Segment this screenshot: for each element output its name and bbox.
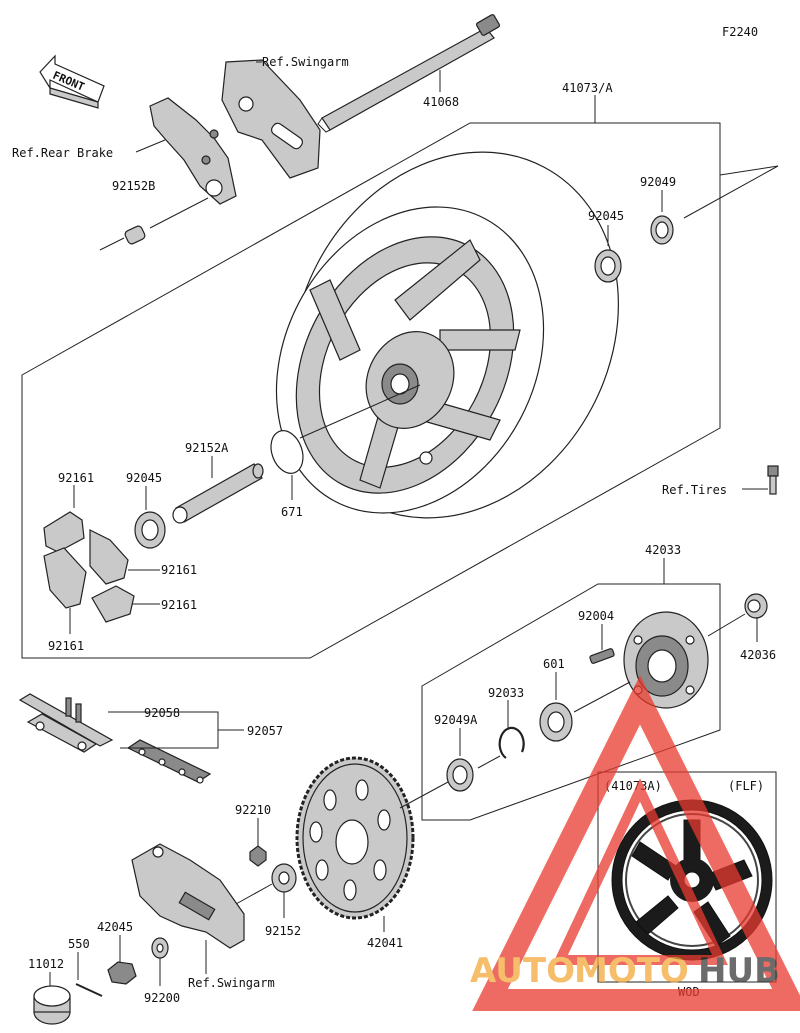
label-washer: 92200 xyxy=(144,991,180,1005)
tire-valve-part xyxy=(767,465,779,495)
label-chain-link: 92058 xyxy=(144,706,180,720)
figure-code: F2240 xyxy=(722,25,758,39)
cotter-pin-part xyxy=(75,983,103,997)
inset-variant: (FLF) xyxy=(728,779,764,793)
label-stud: 92004 xyxy=(578,609,614,623)
rear-wheel-part xyxy=(275,151,619,519)
cap-part xyxy=(33,985,71,1025)
ref-swingarm-top: Ref.Swingarm xyxy=(262,55,349,69)
front-arrow-icon: FRONT xyxy=(39,54,105,109)
label-damper-bottom: 92161 xyxy=(48,639,84,653)
circlip-part xyxy=(498,726,525,759)
inset-code: (41073A) xyxy=(604,779,662,793)
label-wheel-assembly: 41073/A xyxy=(562,81,613,95)
sprocket-part xyxy=(295,756,415,920)
label-oil-seal-coupling: 92049A xyxy=(434,713,478,727)
label-damper-mid: 92161 xyxy=(161,563,197,577)
rear-brake-bracket xyxy=(149,97,237,205)
watermark-moto: MOTO xyxy=(574,951,689,991)
bearing-left-part xyxy=(134,511,166,549)
washer-part xyxy=(151,937,169,959)
collar-inner-part xyxy=(172,463,264,524)
bearing-coupling-part xyxy=(539,702,573,742)
label-bearing-right: 92045 xyxy=(588,209,624,223)
wheel-assembly-frame xyxy=(21,122,721,659)
collar-left-part xyxy=(124,225,146,245)
label-coupling: 42033 xyxy=(645,543,681,557)
label-axle-nut: 42045 xyxy=(97,920,133,934)
label-bearing-coupling: 601 xyxy=(543,657,565,671)
chain-link-part xyxy=(18,693,114,753)
label-collar-inner: 92152A xyxy=(185,441,229,455)
stud-part xyxy=(589,648,615,664)
label-bearing-left: 92045 xyxy=(126,471,162,485)
inset-wheel-part xyxy=(611,799,773,961)
label-o-ring: 671 xyxy=(281,505,303,519)
ref-swingarm-bottom: Ref.Swingarm xyxy=(188,976,275,990)
coupling-frame xyxy=(421,583,721,821)
label-oil-seal-right: 92049 xyxy=(640,175,676,189)
axle-part xyxy=(317,14,501,133)
oil-seal-right-part xyxy=(650,215,674,245)
automotohub-watermark: AUTO MOTO HUB xyxy=(470,675,800,1011)
label-damper-low: 92161 xyxy=(161,598,197,612)
bearing-right-part xyxy=(594,249,622,283)
label-damper-top: 92161 xyxy=(58,471,94,485)
swingarm-bracket-bottom xyxy=(131,843,245,949)
label-sprocket: 42041 xyxy=(367,936,403,950)
ref-rear-brake: Ref.Rear Brake xyxy=(12,146,113,160)
watermark-auto: AUTO xyxy=(470,951,575,991)
dampers-group xyxy=(43,511,135,623)
label-cotter-pin: 550 xyxy=(68,937,90,951)
label-sprocket-nut: 92210 xyxy=(235,803,271,817)
axle-nut-part xyxy=(107,961,137,985)
coupling-collar-part xyxy=(744,593,768,619)
label-cap: 11012 xyxy=(28,957,64,971)
o-ring-part xyxy=(270,430,304,474)
label-coupling-collar: 42036 xyxy=(740,648,776,662)
collar-adjuster-part xyxy=(271,863,297,893)
label-collar-left: 92152B xyxy=(112,179,155,193)
oil-seal-coupling-part xyxy=(446,758,474,792)
sprocket-nut-part xyxy=(249,845,267,867)
coupling-part xyxy=(623,611,709,709)
ref-tires: Ref.Tires xyxy=(662,483,727,497)
label-circlip: 92033 xyxy=(488,686,524,700)
chain-part xyxy=(126,739,212,784)
swingarm-bracket-top xyxy=(221,59,321,179)
label-axle: 41068 xyxy=(423,95,459,109)
label-collar-adjuster: 92152 xyxy=(265,924,301,938)
watermark-hub: HUB xyxy=(698,951,780,991)
label-chain: 92057 xyxy=(247,724,283,738)
